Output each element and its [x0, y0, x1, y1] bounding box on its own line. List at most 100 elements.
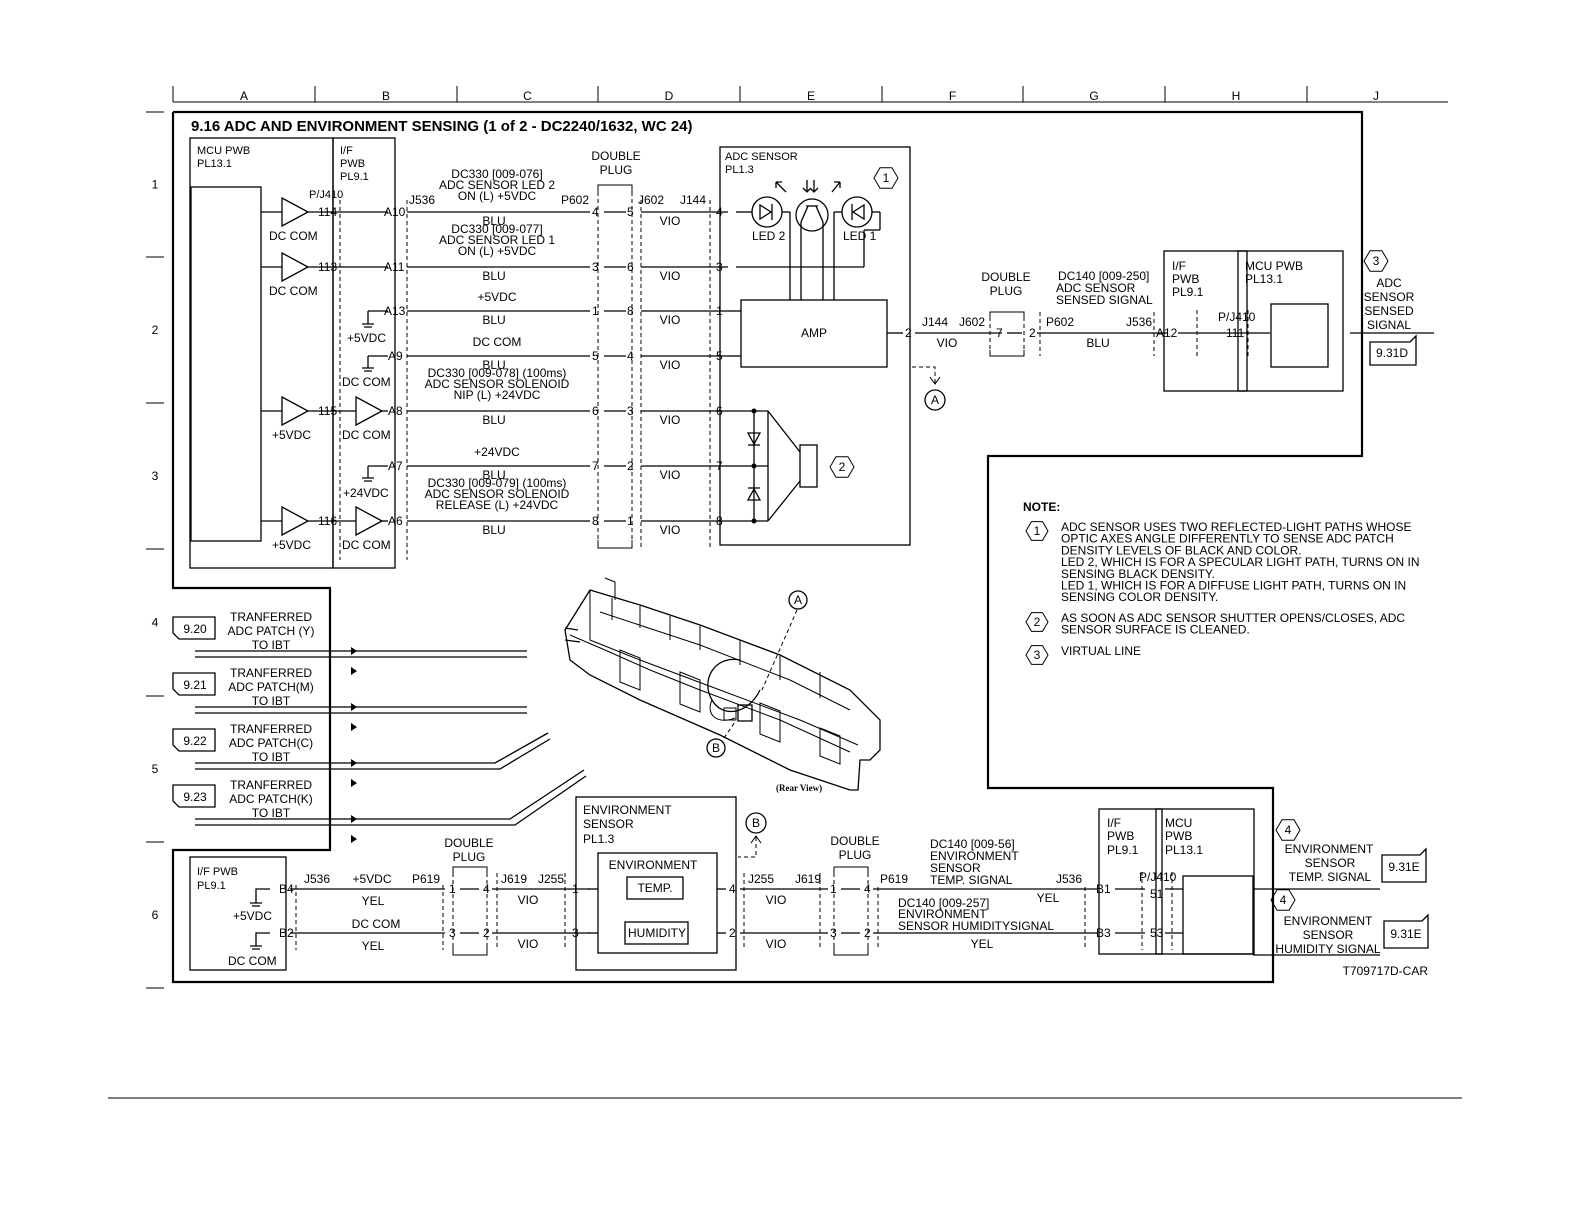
- env-5vdc: +5VDC: [233, 909, 272, 923]
- conn-j144: J144: [680, 193, 706, 207]
- env-sensor-pl: PL1.3: [583, 832, 615, 846]
- callout-3-hexagon: [1363, 250, 1389, 272]
- grid-column-label: F: [949, 89, 956, 103]
- env-sig1-color: YEL: [1037, 891, 1060, 905]
- env-mcu-hatched: [1182, 875, 1254, 955]
- transfer-ref-flag: [172, 784, 216, 808]
- transfer-ref-flag: [172, 728, 216, 752]
- flow-arrow-icon: [351, 835, 357, 843]
- humidity-element: [624, 921, 689, 945]
- flow-arrow-icon: [351, 703, 357, 711]
- adc-out-blu: BLU: [1086, 336, 1109, 350]
- led2-label: LED 2: [752, 229, 786, 243]
- adc-out-plug-line2: PLUG: [990, 284, 1023, 298]
- page-title: 9.16 ADC AND ENVIRONMENT SENSING (1 of 2…: [191, 118, 693, 135]
- mcu-dccom-label: DC COM: [269, 229, 318, 243]
- transfer-ref-label: 9.21: [183, 678, 207, 692]
- supply-symbol-icon: [362, 323, 374, 328]
- adc-out-pin: 2: [905, 326, 912, 340]
- if-pin-labels: A10 A11 A13 A9 A8 A7 A6: [384, 205, 406, 528]
- amp-label: AMP: [801, 326, 827, 340]
- light-arrow-icon: [831, 181, 841, 193]
- adc-sensor-label: ADC SENSOR: [725, 151, 798, 163]
- wire-color-label: BLU: [482, 523, 505, 537]
- transfer-text: ADC PATCH(K): [229, 792, 313, 806]
- adc-sensed-line3: SENSED: [1364, 304, 1414, 318]
- adc-out-mcu-conn: P/J410: [1218, 310, 1256, 324]
- if-pwb-line2: PWB: [340, 158, 365, 170]
- env-sensor-name2: SENSOR: [583, 817, 634, 831]
- callout-1-hexagon: [873, 167, 899, 189]
- humidity-label: HUMIDITY: [628, 926, 686, 940]
- mcu-pin-115: 115: [318, 404, 337, 418]
- flow-arrow-icon: [351, 723, 357, 731]
- adc-out-sig-1: DC140 [009-250]: [1058, 269, 1149, 283]
- receiver-buffer-icon: [281, 505, 310, 537]
- wire-color-label: BLU: [482, 413, 505, 427]
- env-r-j255: J255: [748, 872, 774, 886]
- env-sig2-3: SENSOR HUMIDITYSIGNAL: [898, 919, 1054, 933]
- grid-row-label: 2: [152, 323, 159, 337]
- env-board-mcu-pl: PL13.1: [1165, 843, 1203, 857]
- adc-out-plug-right: 2: [1029, 326, 1036, 340]
- env-plug1-r2: 2: [483, 926, 490, 940]
- wire-vio-label: VIO: [660, 214, 681, 228]
- note-text-line: SENSING BLACK DENSITY.: [1061, 567, 1215, 581]
- env-board-if-pl: PL9.1: [1107, 843, 1139, 857]
- wire-signal-label: DC330 [009-079] (100ms): [428, 476, 567, 490]
- callout-4-hexagon: [1275, 819, 1301, 841]
- note-text-line: OPTIC AXES ANGLE DIFFERENTLY TO SENSE AD…: [1061, 532, 1394, 546]
- note-number: 2: [1034, 615, 1041, 629]
- plug-pin-left: 5: [592, 349, 599, 363]
- callout-1-number: 1: [883, 171, 890, 185]
- wire-signal-label: ON (L) +5VDC: [458, 244, 537, 258]
- env-plug2-r1: 4: [864, 882, 871, 896]
- solenoid-coil: [799, 444, 818, 488]
- if-pwb-pl: PL9.1: [340, 171, 369, 183]
- wire-signal-label: ADC SENSOR LED 1: [439, 233, 555, 247]
- note-text-line: VIRTUAL LINE: [1061, 644, 1141, 658]
- env-if-pl: PL9.1: [197, 880, 226, 892]
- driver-buffer-icon: [355, 395, 384, 427]
- ground-symbol-icon: [362, 367, 374, 372]
- env-w1-sig: +5VDC: [352, 872, 391, 886]
- env-plug1-l2: 3: [449, 926, 456, 940]
- transfer-ref-flag: [172, 672, 216, 696]
- phototransistor-icon: [795, 198, 829, 232]
- wire-color-label: BLU: [482, 468, 505, 482]
- temp-element: [626, 876, 684, 900]
- if-pin-a7: A7: [388, 459, 403, 473]
- note-text-line: ADC SENSOR USES TWO REFLECTED-LIGHT PATH…: [1061, 520, 1412, 534]
- flow-arrow-icon: [351, 647, 357, 655]
- wire-signal-label: DC330 [009-077]: [451, 222, 542, 236]
- driver-buffer-icon: [355, 505, 384, 537]
- adc-out-sig-2: ADC SENSOR: [1056, 281, 1136, 295]
- board-mcu-hatched: [1270, 303, 1329, 368]
- env-sig1-4: TEMP. SIGNAL: [930, 873, 1013, 887]
- env-vio-2: VIO: [518, 937, 539, 951]
- env-mcu-conn: P/J410: [1139, 870, 1177, 884]
- env-w2-sig: DC COM: [352, 917, 401, 931]
- transfer-line: [195, 775, 587, 826]
- env-board-mcu-1: MCU: [1165, 816, 1192, 830]
- env-sensor-name: ENVIRONMENT: [583, 803, 672, 817]
- diode-icon: [746, 487, 762, 501]
- if-pin-a9: A9: [388, 349, 403, 363]
- plug-pin-left: 3: [592, 260, 599, 274]
- led1-icon: [841, 196, 873, 228]
- rear-view-point-a: A: [794, 593, 802, 607]
- adc-sensed-line4: SIGNAL: [1367, 318, 1411, 332]
- env-sensor-box: [575, 796, 737, 971]
- plug-pin-right: 1: [627, 514, 634, 528]
- ground-symbol-icon: [250, 932, 270, 950]
- wire-vio-label: VIO: [660, 358, 681, 372]
- note-hexagon: [1025, 521, 1049, 541]
- double-plug-line2: PLUG: [600, 163, 633, 177]
- note-hexagon: [1025, 612, 1049, 632]
- transfer-text: ADC PATCH(M): [228, 680, 314, 694]
- plug-pin-right: 5: [627, 205, 634, 219]
- drawing-id: T709717D-CAR: [1343, 964, 1429, 978]
